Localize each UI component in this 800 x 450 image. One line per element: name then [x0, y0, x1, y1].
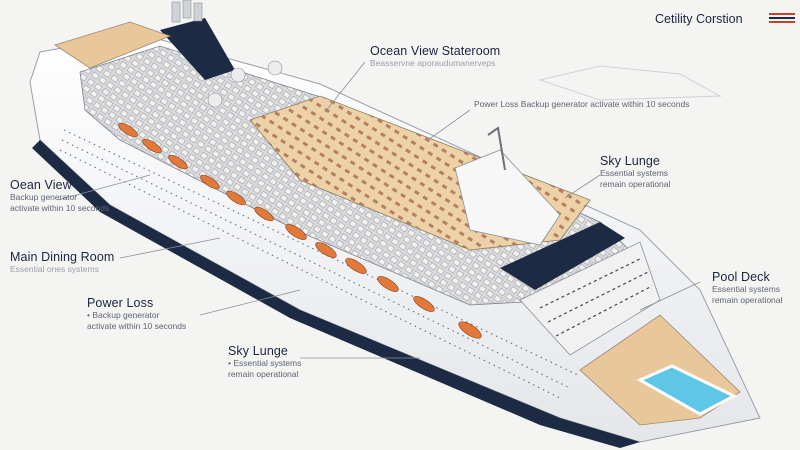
callout-title: Power Loss: [87, 296, 154, 310]
brand-stripe: [769, 21, 795, 23]
callout-line: Backup generator: [87, 310, 186, 321]
callout-power-loss-left: Power Loss Backup generator activate wit…: [87, 296, 186, 332]
callout-sky-lounge-right: Sky Lunge Essential systems remain opera…: [600, 154, 670, 190]
callout-pool-deck: Pool Deck Essential systems remain opera…: [712, 270, 782, 306]
callout-line: Essential systems: [712, 284, 781, 294]
mast: [487, 126, 506, 171]
callout-line: remain operational: [712, 295, 783, 305]
callout-text: Power Loss Backup generator activate wit…: [474, 99, 690, 109]
brand-stripe: [769, 17, 795, 19]
callout-title: Main Dining Room: [10, 250, 115, 264]
forward-tiers: [519, 241, 661, 356]
funnel: [160, 18, 235, 80]
callout-main-dining-room: Main Dining Room Essential ones systems: [10, 250, 114, 275]
lifeboats: [118, 122, 482, 339]
bridge-band: [500, 222, 625, 290]
callout-title: Ocean View Stateroom: [370, 44, 501, 58]
callout-title: Oean View: [10, 178, 72, 192]
brand-stripe: [769, 13, 795, 15]
forward-windows: [539, 257, 653, 337]
callout-power-loss-top: Power Loss Backup generator activate wit…: [474, 99, 689, 110]
callout-line: Backup generator: [10, 192, 78, 202]
callout-subtitle: Beasservne aporaudumanerveps: [370, 58, 496, 68]
callout-title: Sky Lunge: [228, 344, 288, 358]
background-ship-sketch: [538, 65, 722, 101]
callout-line: remain operational: [600, 179, 671, 189]
bridge-superstructure: [454, 149, 561, 246]
callout-line: Essential systems: [600, 168, 669, 178]
funnel-pipes: [171, 0, 203, 23]
callout-line: Essential systems: [228, 358, 301, 369]
callout-sky-lounge-bottom: Sky Lunge Essential systems remain opera…: [228, 344, 301, 380]
brand-title: Cetility Corstion: [655, 12, 743, 26]
radar-domes: [207, 60, 283, 108]
callout-line: activate within 10 seconds: [10, 203, 110, 213]
leader-lines: [57, 61, 701, 359]
portholes: [59, 129, 581, 399]
callout-ocean-view-left: Oean View Backup generator activate with…: [10, 178, 109, 214]
callout-title: Pool Deck: [712, 270, 770, 284]
sun-deck: [54, 21, 172, 69]
brand-stripes: [769, 13, 795, 25]
pool: [636, 364, 738, 416]
callout-title: Sky Lunge: [600, 154, 660, 168]
callout-subtitle: Essential ones systems: [10, 264, 99, 274]
callout-line: activate within 10 seconds: [87, 321, 187, 331]
callout-line: remain operational: [228, 369, 299, 379]
callout-ocean-view-stateroom: Ocean View Stateroom Beasservne aporaudu…: [370, 44, 500, 69]
